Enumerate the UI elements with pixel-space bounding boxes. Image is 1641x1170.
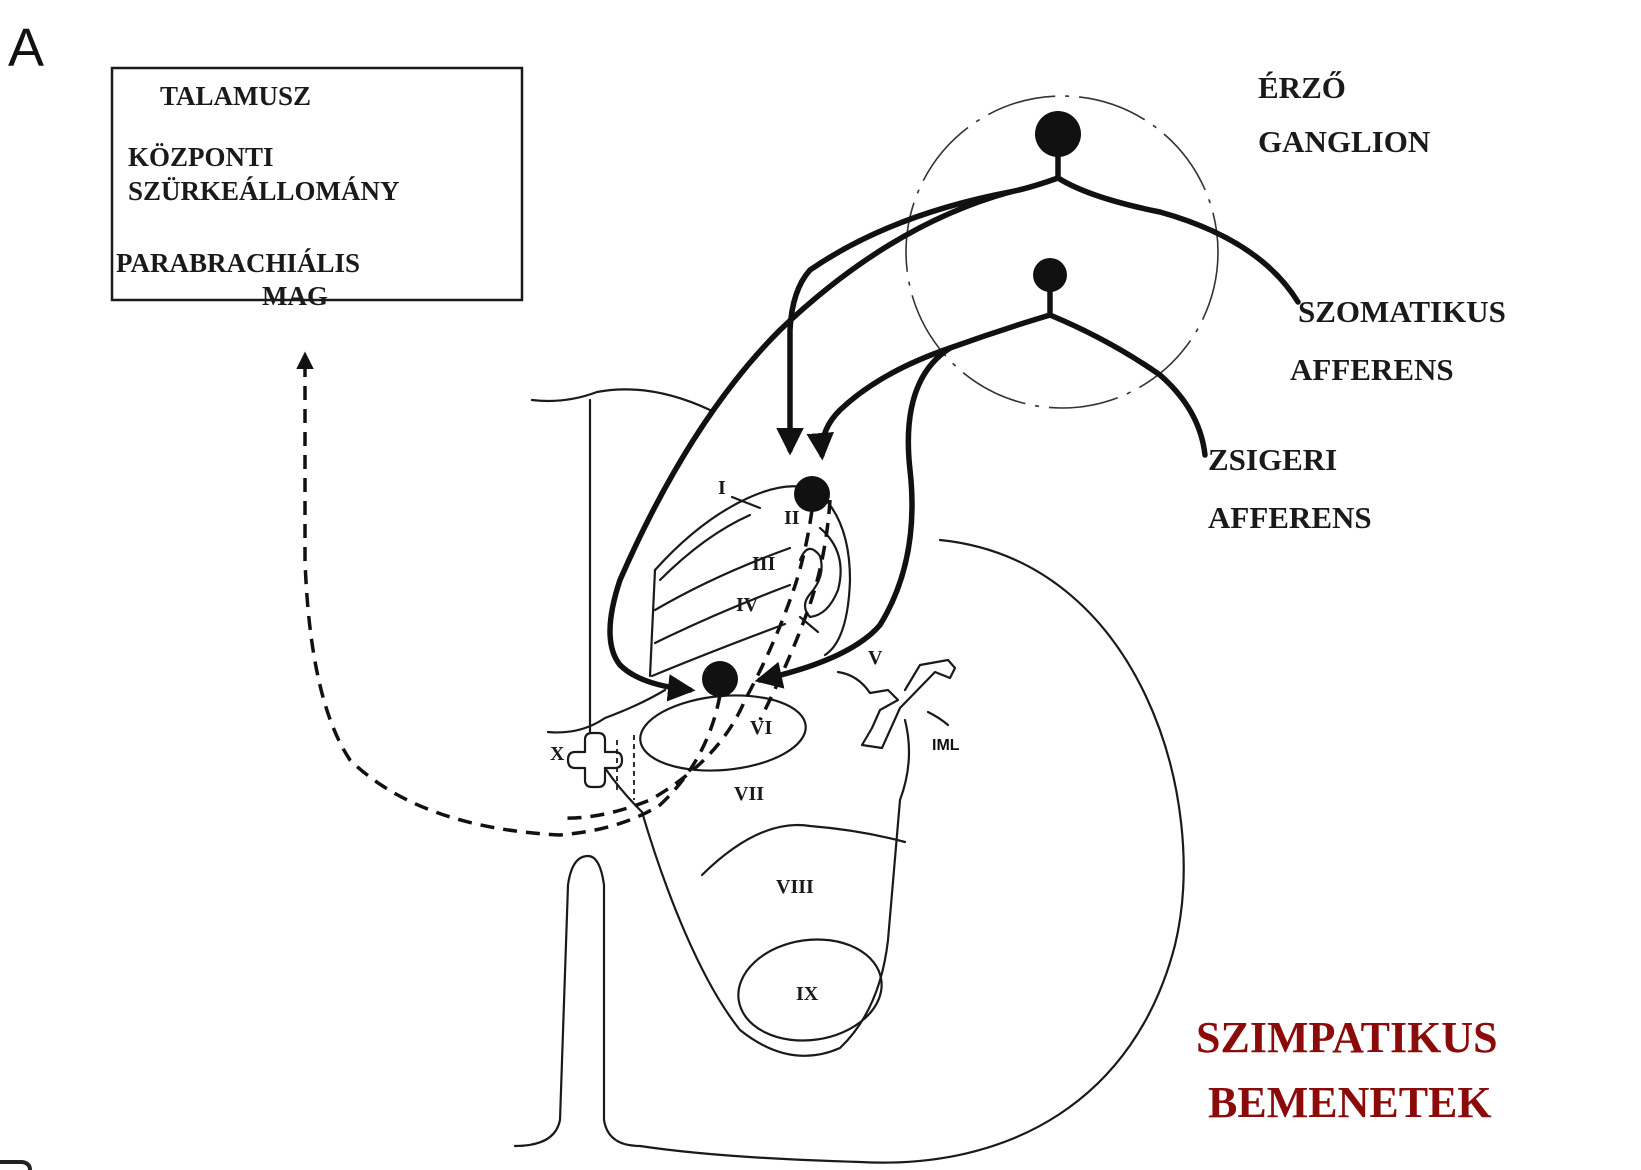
lamina-IX-label: IX — [796, 983, 819, 1005]
lamina-VII-label: VII — [734, 783, 764, 805]
spinal-cord-outline — [515, 389, 1184, 1162]
caption-line-2: BEMENETEK — [1208, 1078, 1492, 1127]
lamina-II-label: II — [784, 507, 800, 529]
dorsal-horn-laminae — [650, 486, 850, 676]
visceral-afferent-label-2: AFFERENS — [1208, 500, 1372, 535]
box-label-kozponti: KÖZPONTI — [128, 142, 274, 172]
brain-target-box: TALAMUSZ KÖZPONTI SZÜRKEÁLLOMÁNY PARABRA… — [112, 68, 522, 311]
lamina-III-label: III — [752, 553, 776, 575]
box-label-mag: MAG — [262, 281, 328, 311]
box-label-parabrachialis: PARABRACHIÁLIS — [116, 248, 360, 278]
visceral-afferent-label-1: ZSIGERI — [1208, 442, 1337, 477]
caption: SZIMPATIKUS BEMENETEK — [1196, 1013, 1498, 1127]
lamina-labels: I II III IV V VI VII VIII IX X IML — [550, 477, 960, 1005]
ganglion-label-2: GANGLION — [1258, 124, 1430, 159]
somatic-afferent-label-1: SZOMATIKUS — [1298, 294, 1506, 329]
lamina-I-label: I — [718, 477, 726, 499]
somatic-afferent-label-2: AFFERENS — [1290, 352, 1454, 387]
iml-label: IML — [932, 737, 960, 754]
lamina-V-label: V — [868, 647, 883, 669]
panel-letter: A — [8, 18, 44, 78]
lamina-I-neuron — [794, 476, 830, 512]
lamina-VIII-label: VIII — [776, 876, 814, 898]
next-panel-letter-fragment — [0, 1162, 30, 1170]
lamina-X-label: X — [550, 743, 565, 765]
box-label-talamusz: TALAMUSZ — [160, 81, 311, 111]
box-label-szurkeallomany: SZÜRKEÁLLOMÁNY — [128, 176, 400, 206]
afferent-fibers — [610, 111, 1298, 697]
lamina-V-neuron — [702, 661, 738, 697]
ganglion-label-1: ÉRZŐ — [1258, 70, 1346, 105]
lamina-IV-label: IV — [736, 594, 759, 616]
caption-line-1: SZIMPATIKUS — [1196, 1013, 1498, 1062]
